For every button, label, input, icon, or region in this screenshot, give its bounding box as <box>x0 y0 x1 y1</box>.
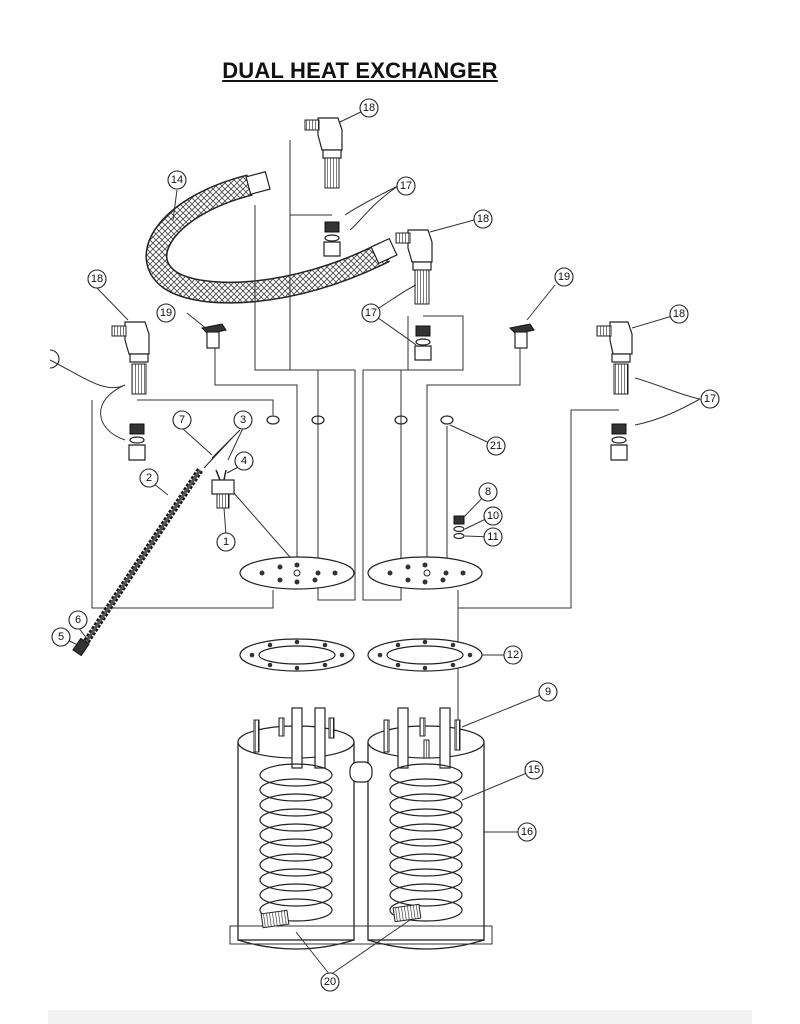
svg-text:11: 11 <box>487 531 498 543</box>
top-plate-left <box>239 556 355 590</box>
svg-text:12: 12 <box>507 649 519 661</box>
bleed-valve-left <box>200 323 227 349</box>
svg-text:10: 10 <box>487 510 499 522</box>
svg-text:19: 19 <box>160 307 172 319</box>
coil-left <box>259 707 333 929</box>
bleed-valve-right <box>508 323 535 349</box>
temperature-sensor <box>203 429 241 509</box>
svg-text:21: 21 <box>490 440 502 452</box>
callout-19-left: 19 <box>156 303 176 323</box>
callout-2: 2 <box>139 468 159 488</box>
callout-12: 12 <box>503 645 523 665</box>
svg-text:18: 18 <box>673 308 685 320</box>
o-ring <box>266 415 280 425</box>
callout-17-right: 17 <box>700 389 720 409</box>
diagram-title: DUAL HEAT EXCHANGER <box>222 58 498 83</box>
svg-text:17: 17 <box>704 393 716 405</box>
callout-18-top: 18 <box>359 98 379 118</box>
callout-18-center: 18 <box>473 209 493 229</box>
svg-text:14: 14 <box>171 174 183 186</box>
elbow-fitting-right <box>596 321 633 461</box>
gasket-left <box>239 638 355 672</box>
svg-text:20: 20 <box>324 976 336 988</box>
callout-5: 5 <box>51 627 71 647</box>
svg-text:8: 8 <box>485 486 491 498</box>
callout-16: 16 <box>517 822 537 842</box>
callout-10: 10 <box>483 506 503 526</box>
callout-18-right: 18 <box>669 304 689 324</box>
callout-8: 8 <box>478 482 498 502</box>
svg-text:5: 5 <box>58 631 64 643</box>
tank-right <box>367 725 485 950</box>
nut-and-washers <box>453 515 465 540</box>
svg-text:17: 17 <box>400 180 412 192</box>
o-ring <box>440 415 454 425</box>
callout-20: 20 <box>320 972 340 992</box>
braided-hose <box>145 170 398 304</box>
svg-text:2: 2 <box>146 472 152 484</box>
svg-text:16: 16 <box>521 826 533 838</box>
callout-7: 7 <box>172 410 192 430</box>
svg-text:9: 9 <box>545 686 551 698</box>
svg-text:7: 7 <box>179 414 185 426</box>
elbow-fitting-center <box>395 229 433 361</box>
svg-text:15: 15 <box>528 764 540 776</box>
svg-text:3: 3 <box>240 414 246 426</box>
coil-right <box>389 707 463 923</box>
callout-6: 6 <box>68 610 88 630</box>
callout-19-right: 19 <box>554 267 574 287</box>
svg-text:6: 6 <box>75 614 81 626</box>
gasket-right <box>367 638 483 672</box>
svg-text:18: 18 <box>91 273 103 285</box>
callout-1: 1 <box>216 532 236 552</box>
callout-9: 9 <box>538 682 558 702</box>
elbow-fitting-left <box>111 321 150 461</box>
base-frame <box>229 925 493 945</box>
page-footer-strip <box>48 1010 752 1024</box>
callout-3: 3 <box>233 410 253 430</box>
svg-text:19: 19 <box>558 271 570 283</box>
svg-text:1: 1 <box>223 536 229 548</box>
callout-21: 21 <box>486 436 506 456</box>
callout-4: 4 <box>234 451 254 471</box>
callout-17-top: 17 <box>396 176 416 196</box>
svg-text:17: 17 <box>365 307 377 319</box>
callout-17-center: 17 <box>361 303 381 323</box>
callout-18-left: 18 <box>87 269 107 289</box>
svg-text:4: 4 <box>241 455 247 467</box>
callout-11: 11 <box>483 527 503 547</box>
callout-14: 14 <box>167 170 187 190</box>
tank-connector <box>349 761 373 783</box>
elbow-fitting-top <box>304 117 343 257</box>
callout-cut-off <box>49 349 60 369</box>
svg-text:18: 18 <box>477 213 489 225</box>
svg-text:18: 18 <box>363 102 375 114</box>
top-plate-right <box>367 556 483 590</box>
assembly-lines <box>91 140 619 735</box>
callout-15: 15 <box>524 760 544 780</box>
